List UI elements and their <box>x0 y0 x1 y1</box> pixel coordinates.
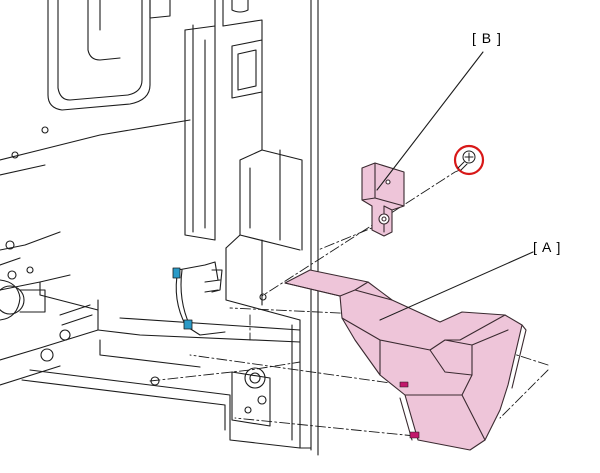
callout-label-a: [ A ] <box>533 239 562 255</box>
connector-blue-lower <box>183 319 193 330</box>
part-a-tab-upper <box>399 381 409 388</box>
connector-blue-upper <box>172 267 181 279</box>
leader-line-b <box>376 51 484 191</box>
screw-icon <box>453 144 485 176</box>
part-b-bracket <box>361 162 405 237</box>
part-a-tab-lower <box>409 431 420 439</box>
callout-label-b: [ B ] <box>472 30 502 46</box>
part-a-cover <box>284 269 527 451</box>
machine-frame <box>0 0 319 456</box>
leader-line-a <box>379 251 534 321</box>
